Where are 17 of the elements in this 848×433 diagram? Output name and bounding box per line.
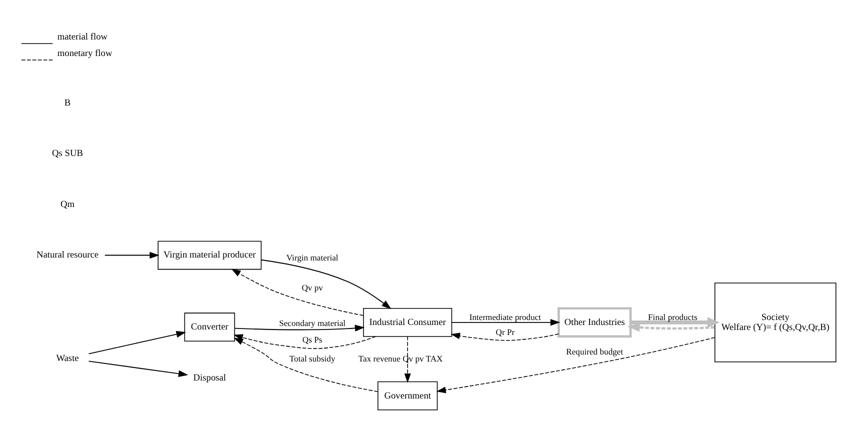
label: Qm bbox=[60, 199, 75, 210]
legend-label: monetary flow bbox=[57, 48, 112, 58]
node-text: Natural resource bbox=[36, 250, 99, 260]
edge-label: Virgin material bbox=[286, 252, 338, 262]
edge-label: Qv pv bbox=[302, 282, 323, 292]
node-text: Waste bbox=[56, 353, 79, 364]
label: Qs SUB bbox=[52, 148, 84, 159]
edge-label: Final products bbox=[648, 311, 698, 322]
edge-label: Intermediate product bbox=[469, 311, 542, 322]
edge-label: Required budget bbox=[566, 346, 624, 356]
edge-label: Qr Pr bbox=[496, 326, 515, 336]
node-text: Disposal bbox=[193, 372, 226, 383]
label: B bbox=[64, 98, 71, 108]
edge-label: Total subsidy bbox=[289, 352, 336, 363]
edge-label: Secondary material bbox=[279, 318, 346, 328]
edge-label: Qs Ps bbox=[302, 334, 322, 344]
legend-label: material flow bbox=[57, 32, 108, 42]
